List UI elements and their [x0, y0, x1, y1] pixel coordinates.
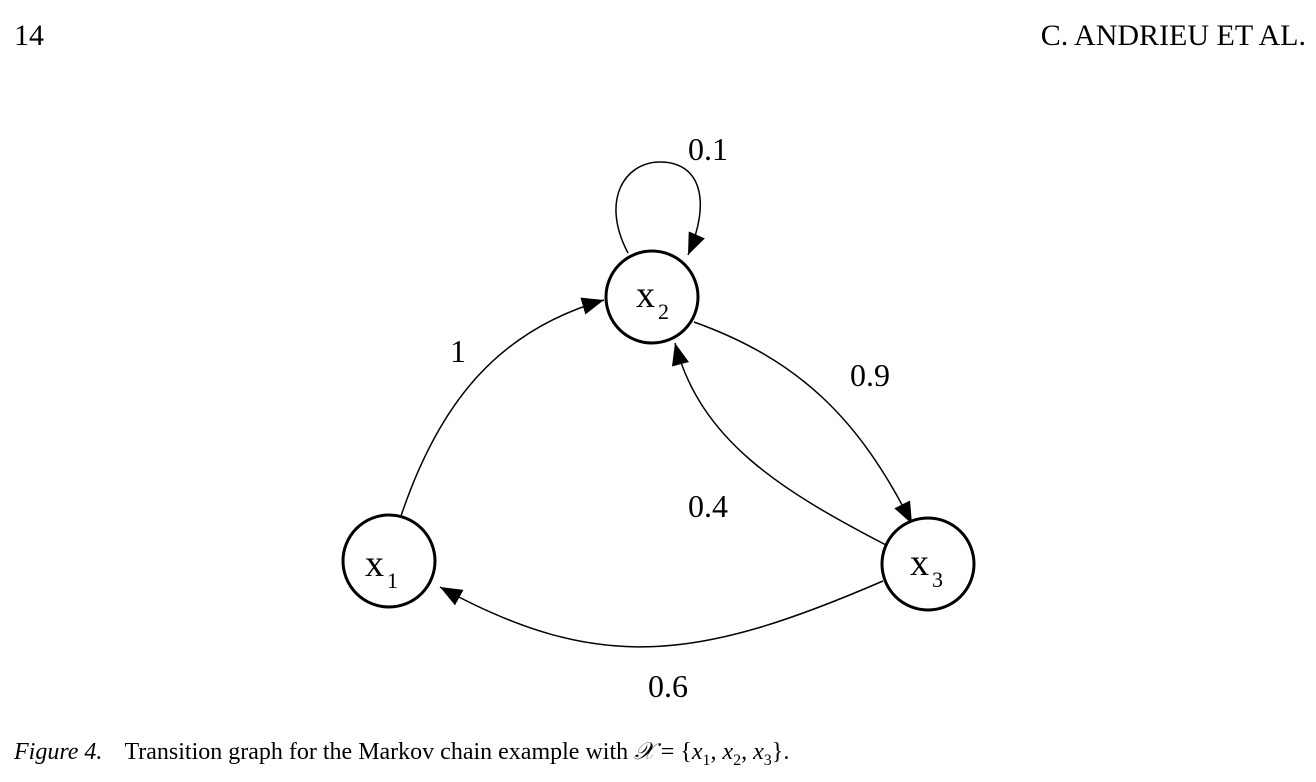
page-number: 14 [14, 19, 44, 52]
edge-x2-self-loop [615, 161, 705, 256]
node-x2-base: x [636, 274, 655, 316]
caption-set-symbol: 𝒳 [634, 739, 655, 765]
edge-label-x1-x2: 1 [450, 333, 466, 369]
figure-label: Figure 4. [14, 739, 103, 765]
caption-element-1: x1 [691, 739, 711, 769]
figure-caption: Figure 4. Transition graph for the Markov… [14, 734, 789, 779]
node-x2-sub: 2 [658, 299, 669, 324]
node-x3-sub: 3 [932, 567, 943, 592]
caption-math: 𝒳 = {x1, x2, x3} [634, 739, 784, 769]
caption-close: } [771, 739, 784, 765]
edge-label-x2-x3: 0.9 [850, 357, 890, 393]
svg-text:x3: x3 [910, 542, 943, 592]
edge-label-x2-x2: 0.1 [688, 131, 728, 167]
caption-separator-2: , [741, 739, 754, 765]
node-x1-sub: 1 [387, 568, 398, 593]
edge-x3-to-x1 [439, 580, 884, 648]
caption-relation: = { [654, 739, 692, 765]
caption-element-2: x2 [722, 739, 742, 769]
node-x3-base: x [910, 542, 929, 584]
running-head: C. ANDRIEU ET AL. [1040, 19, 1306, 52]
svg-text:x2: x2 [636, 274, 669, 324]
edge-x2-to-x3 [693, 321, 913, 525]
caption-element-3: x3 [753, 739, 772, 769]
edge-label-x3-x2: 0.4 [688, 488, 728, 524]
caption-separator-1: , [710, 739, 723, 765]
node-x1-base: x [365, 543, 384, 585]
edge-x3-to-x2 [671, 342, 887, 546]
edge-x1-to-x2 [400, 297, 605, 517]
caption-text: Transition graph for the Markov chain ex… [124, 739, 635, 765]
svg-text:x1: x1 [365, 543, 398, 593]
caption-end: . [783, 739, 790, 765]
edge-label-x3-x1: 0.6 [648, 668, 688, 704]
